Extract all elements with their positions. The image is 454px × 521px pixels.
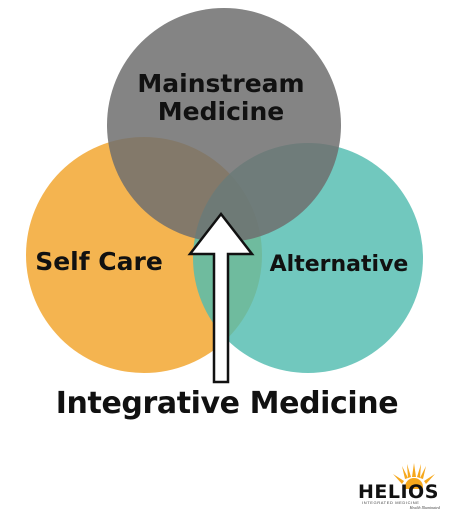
alternative-label: Alternative	[270, 252, 409, 277]
integrative-medicine-caption: Integrative Medicine	[55, 386, 399, 421]
mainstream-label-line1: Mainstream	[137, 69, 304, 98]
logo-subtitle: INTEGRATED MEDICINE	[362, 500, 420, 505]
helios-logo: HELIOS INTEGRATED MEDICINE Health Illumi…	[358, 463, 442, 511]
sun-icon	[393, 463, 435, 489]
logo-tagline: Health Illuminated	[409, 505, 440, 510]
mainstream-label-line2: Medicine	[158, 97, 284, 126]
self-care-label: Self Care	[35, 247, 163, 276]
up-arrow-icon	[187, 211, 255, 384]
logo-name: HELIOS	[358, 481, 439, 503]
mainstream-medicine-circle	[107, 8, 341, 242]
